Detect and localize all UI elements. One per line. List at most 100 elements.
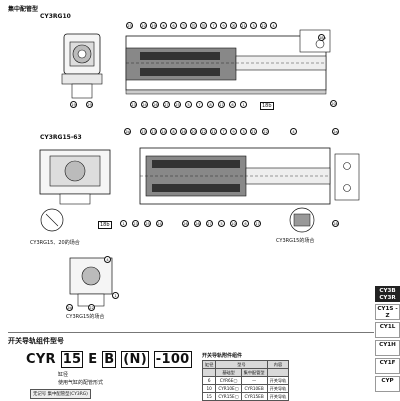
cell-basic: CYR10E▢ bbox=[215, 384, 242, 393]
col-header: 缸径 bbox=[201, 360, 217, 369]
callout: 7 bbox=[196, 101, 203, 108]
callout: 25 bbox=[174, 101, 181, 108]
callout: 3 bbox=[250, 22, 257, 29]
col-header: 型号 bbox=[215, 360, 268, 369]
callout: 20 bbox=[330, 100, 337, 107]
callout: 4 bbox=[104, 256, 111, 263]
table-row: 10 CYR10E▢ CYR10EB 开关导轨 bbox=[201, 384, 290, 393]
callout: 5 bbox=[218, 220, 225, 227]
cell-central: — bbox=[240, 376, 268, 385]
callout: 25 bbox=[126, 22, 133, 29]
cell-basic: CYR6E▢ bbox=[215, 376, 242, 385]
callout: 1 bbox=[120, 220, 127, 227]
diagram2-drawing bbox=[39, 147, 360, 205]
section-divider bbox=[8, 332, 374, 333]
callout: 23 bbox=[132, 220, 139, 227]
callout: ⑱ bbox=[200, 22, 207, 29]
accessory-table: 缸径 型号 内容 基础型 集中配管型 6 CYR6E▢ — 开关导轨 10 CY… bbox=[201, 360, 290, 401]
code-option: (N) bbox=[121, 351, 149, 368]
cell-size: 6 bbox=[201, 376, 217, 385]
callout: 19 bbox=[70, 101, 77, 108]
code-size: 15 bbox=[60, 351, 84, 368]
cell-central: CYR10EB bbox=[240, 384, 268, 393]
callout-part-18b: 18b bbox=[98, 221, 112, 229]
callout: 2b bbox=[66, 304, 73, 311]
section2-title: 开关导轨组件型号 bbox=[8, 337, 64, 345]
callout: 19 bbox=[150, 22, 157, 29]
accessory-table-title: 开关导轨附件组件 bbox=[202, 353, 243, 359]
tab-cy1s-z[interactable]: CY1S -Z bbox=[375, 304, 400, 320]
callout: 27 bbox=[206, 220, 213, 227]
tab-cy1l[interactable]: CY1L bbox=[375, 322, 400, 338]
callout: 15 bbox=[140, 128, 147, 135]
callout: 7 bbox=[220, 128, 227, 135]
callout: 12 bbox=[200, 128, 207, 135]
callout: 22 bbox=[260, 22, 267, 29]
callout: 21 bbox=[240, 22, 247, 29]
subfig3-label: CY3RG15的场合 bbox=[66, 314, 105, 320]
callout: 9 bbox=[230, 128, 237, 135]
callout: 28 bbox=[332, 220, 339, 227]
callout: ⑮ bbox=[190, 22, 197, 29]
callout: 11 bbox=[210, 128, 217, 135]
callout: 6 bbox=[170, 22, 177, 29]
callout: 26 bbox=[182, 220, 189, 227]
subheader: 集中配管型 bbox=[240, 368, 268, 377]
diagram1-section-view bbox=[125, 29, 331, 95]
code-length: -100 bbox=[153, 351, 192, 368]
callout-part-18b: 18b bbox=[260, 102, 274, 110]
subfig2-drawing bbox=[289, 207, 315, 233]
diagram2-end-view bbox=[39, 149, 111, 205]
callout: ⑪ bbox=[180, 22, 187, 29]
diagram2-section-view bbox=[139, 147, 360, 205]
callout: 21 bbox=[250, 128, 257, 135]
table-row: 6 CYR6E▢ — 开关导轨 bbox=[201, 376, 290, 385]
series-tabs: CY3B CY3R CY1S -Z CY1L CY1H CY1F CYP bbox=[375, 286, 400, 394]
cell-size: 15 bbox=[201, 392, 217, 401]
cell-content: 开关导轨 bbox=[266, 384, 290, 393]
code-legend: 无记号 集中配管型(CY3RG) bbox=[30, 389, 91, 399]
callout: 8 bbox=[207, 101, 214, 108]
subfig1-drawing bbox=[40, 208, 64, 232]
callout: 14 bbox=[160, 128, 167, 135]
tab-cy3b-cy3r[interactable]: CY3B CY3R bbox=[375, 286, 400, 302]
callout: 17 bbox=[218, 101, 225, 108]
callout: 8 bbox=[170, 128, 177, 135]
subfig2-label: CY3RG15的场合 bbox=[276, 238, 315, 244]
callout: 10 bbox=[140, 22, 147, 29]
subheader bbox=[266, 368, 290, 377]
subfig3-drawing bbox=[69, 257, 113, 307]
callout: ⑧ bbox=[160, 22, 167, 29]
subheader: 基础型 bbox=[215, 368, 242, 377]
callout: 4 bbox=[270, 22, 277, 29]
table-row: 15 CYR15E▢ CYR15EB 开关导轨 bbox=[201, 392, 290, 401]
callout: 2a bbox=[332, 128, 339, 135]
callout: 18a bbox=[318, 34, 326, 41]
tab-cy1f[interactable]: CY1F bbox=[375, 358, 400, 374]
code-type: B bbox=[102, 351, 117, 368]
cell-content: 开关导轨 bbox=[266, 376, 290, 385]
cell-central: CYR15EB bbox=[240, 392, 268, 401]
tab-cy1h[interactable]: CY1H bbox=[375, 340, 400, 356]
callout: 29 bbox=[86, 101, 93, 108]
callout: 26 bbox=[152, 101, 159, 108]
callout: 7 bbox=[210, 22, 217, 29]
callout: 10 bbox=[230, 220, 237, 227]
cell-size: 10 bbox=[201, 384, 217, 393]
legend-code: 无记号 bbox=[33, 392, 47, 397]
code-line-piping: 使用气缸的配管形式 bbox=[58, 380, 104, 386]
subfig1-label: CY3RG15、20的场合 bbox=[30, 240, 80, 246]
callout: 22 bbox=[262, 128, 269, 135]
callout: 24 bbox=[141, 101, 148, 108]
code-mid: E bbox=[88, 352, 98, 367]
callout: 2b bbox=[124, 128, 131, 135]
col-header: 内容 bbox=[266, 360, 290, 369]
cell-basic: CYR15E▢ bbox=[215, 392, 242, 401]
callout: 4 bbox=[290, 128, 297, 135]
subheader bbox=[201, 368, 217, 377]
callout: 1 bbox=[240, 101, 247, 108]
tab-cyp[interactable]: CYP bbox=[375, 376, 400, 392]
callout: 9 bbox=[220, 22, 227, 29]
callout: 13 bbox=[150, 128, 157, 135]
diagram1-drawing bbox=[61, 29, 331, 99]
